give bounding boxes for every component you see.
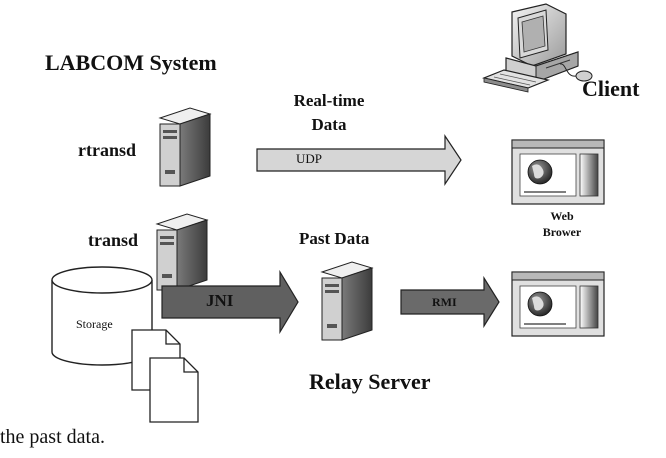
web-browser-line2: Brower [542,225,582,239]
realtime-label-line1: Real-time [293,91,365,110]
transd-label: transd [88,230,139,250]
client-computer-icon [481,3,593,93]
jni-arrow [161,269,299,335]
udp-arrow [256,134,462,186]
storage-label: Storage [76,317,113,331]
rtransd-label: rtransd [78,140,136,160]
web-browser-window-icon [511,271,605,337]
web-browser-label: Web Brower [530,208,594,240]
storage-cylinder-icon [51,266,153,366]
web-browser-window-icon [511,139,605,205]
relay-server-label: Relay Server [309,369,431,394]
web-browser-line1: Web [550,209,574,223]
transd-server-icon [155,213,209,291]
rtransd-server-icon [158,107,212,187]
realtime-label-line2: Data [311,115,347,134]
client-label: Client [582,76,640,101]
rmi-arrow [400,275,500,329]
caption-text: the past data. [0,426,105,448]
rmi-label: RMI [432,295,457,309]
udp-label: UDP [296,151,323,166]
realtime-data-label: Real-time Data [286,89,372,137]
jni-label: JNI [206,291,234,310]
past-data-label: Past Data [299,229,370,248]
document-stack-icon [131,329,199,423]
relay-server-icon [320,261,374,341]
system-title: LABCOM System [45,50,217,75]
